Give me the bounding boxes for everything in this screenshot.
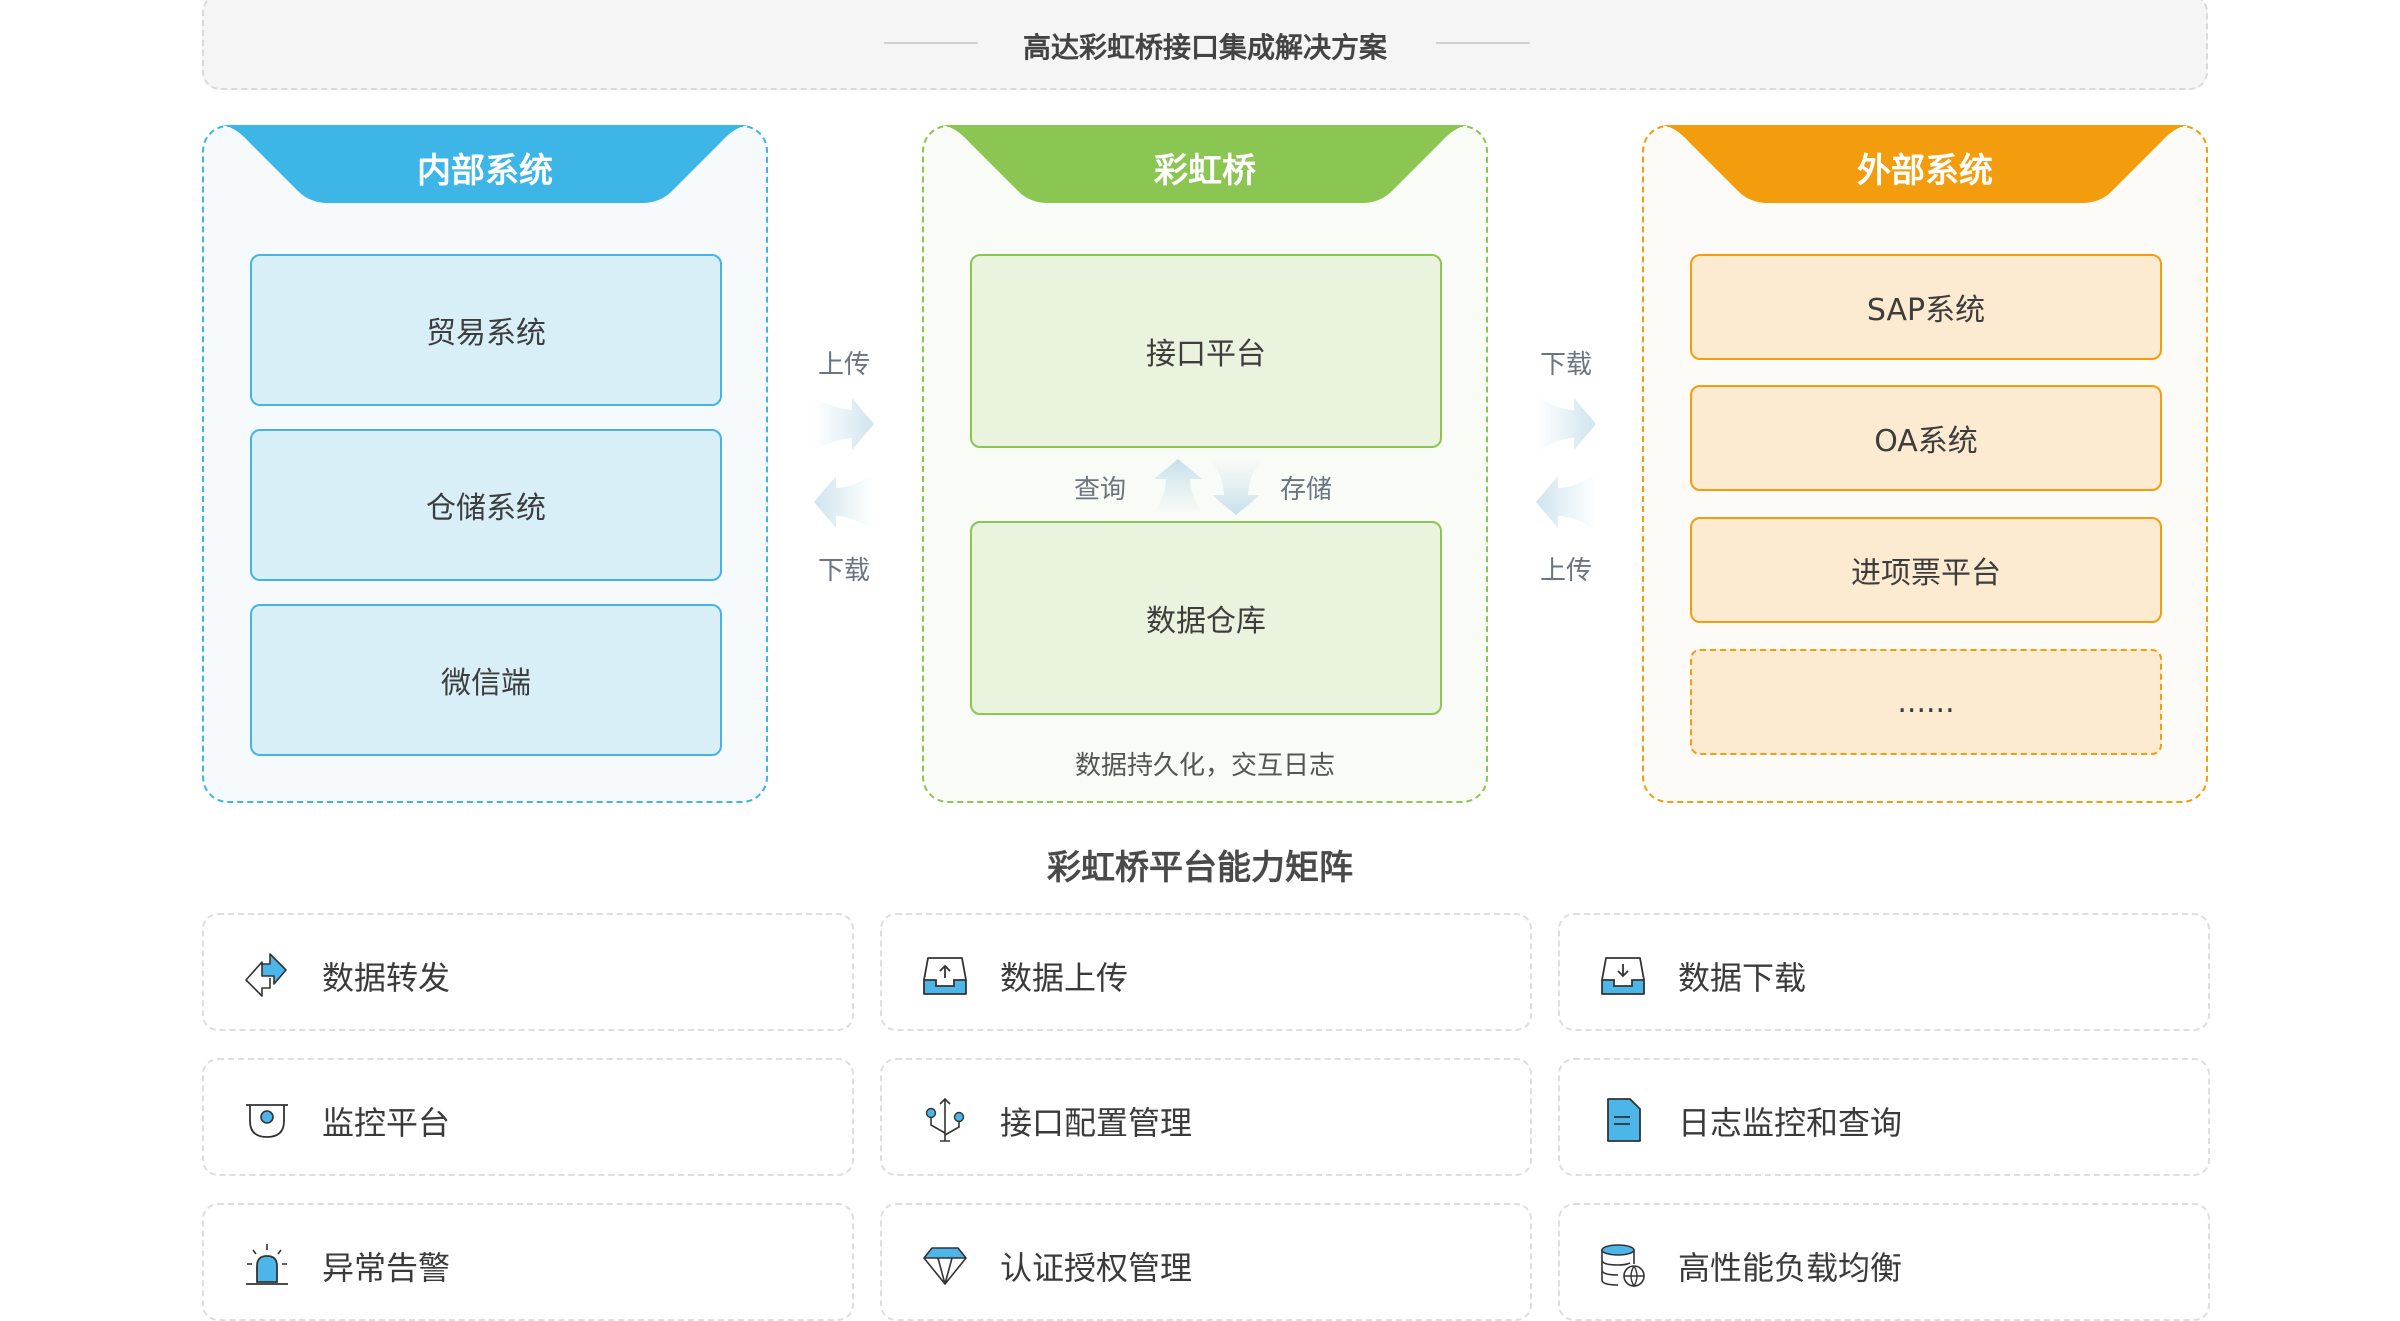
item-label: 仓储系统 — [426, 491, 546, 526]
flow-label-download-left: 下载 — [818, 556, 871, 586]
external-system-item[interactable]: OA系统 — [1690, 385, 2162, 491]
external-system-item[interactable]: SAP系统 — [1690, 254, 2162, 360]
capability-label: 认证授权管理 — [1000, 1249, 1193, 1287]
capability-label: 数据下载 — [1678, 959, 1807, 997]
capability-label: 接口配置管理 — [1000, 1104, 1193, 1142]
item-label: SAP系统 — [1866, 293, 1986, 328]
capability-cell[interactable]: 日志监控和查询 — [1558, 1058, 2210, 1176]
item-label: ...... — [1897, 684, 1955, 720]
arrow-right-icon — [1536, 396, 1596, 452]
header-tab-shape — [942, 125, 1468, 203]
data-warehouse-label: 数据仓库 — [1146, 604, 1266, 639]
capability-label: 日志监控和查询 — [1678, 1104, 1903, 1142]
internal-system-item[interactable]: 贸易系统 — [250, 254, 722, 406]
capability-cell[interactable]: 监控平台 — [202, 1058, 854, 1176]
internal-system-item[interactable]: 微信端 — [250, 604, 722, 756]
external-system-item[interactable]: 进项票平台 — [1690, 517, 2162, 623]
capability-cell[interactable]: 高性能负载均衡 — [1558, 1203, 2210, 1321]
banner-divider-left — [884, 42, 978, 44]
internal-systems-header: 内部系统 — [202, 125, 768, 203]
inbox-download-icon — [1601, 957, 1645, 995]
rainbow-bridge-title: 彩虹桥 — [1154, 151, 1256, 191]
capability-cell[interactable]: 异常告警 — [202, 1203, 854, 1321]
log-document-icon — [1607, 1098, 1641, 1142]
item-label: OA系统 — [1874, 424, 1978, 459]
interface-platform-label: 接口平台 — [1146, 337, 1266, 372]
item-label: 微信端 — [441, 666, 531, 701]
transfer-arrows-icon — [245, 953, 287, 997]
capability-cell[interactable]: 数据转发 — [202, 913, 854, 1031]
monitor-camera-icon — [246, 1104, 288, 1138]
query-label: 查询 — [1074, 475, 1127, 505]
capability-cell[interactable]: 接口配置管理 — [880, 1058, 1532, 1176]
inbox-upload-icon — [923, 957, 967, 995]
capability-label: 数据转发 — [322, 959, 451, 997]
interface-platform-box[interactable]: 接口平台 — [970, 254, 1442, 448]
arrow-left-icon — [1536, 474, 1596, 530]
diamond-icon — [923, 1247, 967, 1285]
arrow-right-icon — [814, 396, 874, 452]
banner-divider-right — [1436, 42, 1530, 44]
external-systems-panel: 外部系统 SAP系统 OA系统 进项票平台 ...... — [1642, 125, 2208, 803]
internal-system-item[interactable]: 仓储系统 — [250, 429, 722, 581]
capability-cell[interactable]: 数据上传 — [880, 913, 1532, 1031]
database-globe-icon — [1601, 1244, 1645, 1288]
capability-label: 监控平台 — [322, 1104, 451, 1142]
bridge-caption: 数据持久化，交互日志 — [1074, 751, 1335, 781]
rainbow-bridge-panel: 彩虹桥 接口平台 查询 存储 数据仓库 数据持久化，交互日志 — [922, 125, 1488, 803]
item-label: 进项票平台 — [1851, 556, 2001, 591]
internal-systems-panel: 内部系统 贸易系统 仓储系统 微信端 — [202, 125, 768, 803]
flow-label-upload-right: 上传 — [1540, 556, 1593, 586]
capability-label: 异常告警 — [322, 1249, 451, 1287]
header-tab-shape — [222, 125, 748, 203]
more-systems-placeholder: ...... — [1690, 649, 2162, 755]
external-systems-header: 外部系统 — [1642, 125, 2208, 203]
capability-cell[interactable]: 认证授权管理 — [880, 1203, 1532, 1321]
alarm-light-icon — [246, 1244, 288, 1285]
arrow-down-icon — [1210, 459, 1262, 515]
item-label: 贸易系统 — [426, 316, 546, 351]
arrow-up-icon — [1152, 459, 1204, 515]
external-systems-title: 外部系统 — [1857, 151, 1993, 191]
usb-interface-icon — [925, 1097, 965, 1142]
store-label: 存储 — [1280, 475, 1333, 505]
capability-cell[interactable]: 数据下载 — [1558, 913, 2210, 1031]
capability-matrix-title: 彩虹桥平台能力矩阵 — [1047, 848, 1353, 888]
banner-title: 高达彩虹桥接口集成解决方案 — [1022, 31, 1387, 64]
capability-label: 数据上传 — [1000, 959, 1129, 997]
data-warehouse-box[interactable]: 数据仓库 — [970, 521, 1442, 715]
flow-label-download-right: 下载 — [1540, 350, 1593, 380]
arrow-left-icon — [814, 474, 874, 530]
solution-banner: 高达彩虹桥接口集成解决方案 — [202, 0, 2208, 90]
flow-label-upload-left: 上传 — [818, 350, 871, 380]
capability-label: 高性能负载均衡 — [1678, 1249, 1903, 1287]
rainbow-bridge-header: 彩虹桥 — [922, 125, 1488, 203]
header-tab-shape — [1662, 125, 2188, 203]
internal-systems-title: 内部系统 — [417, 151, 553, 191]
